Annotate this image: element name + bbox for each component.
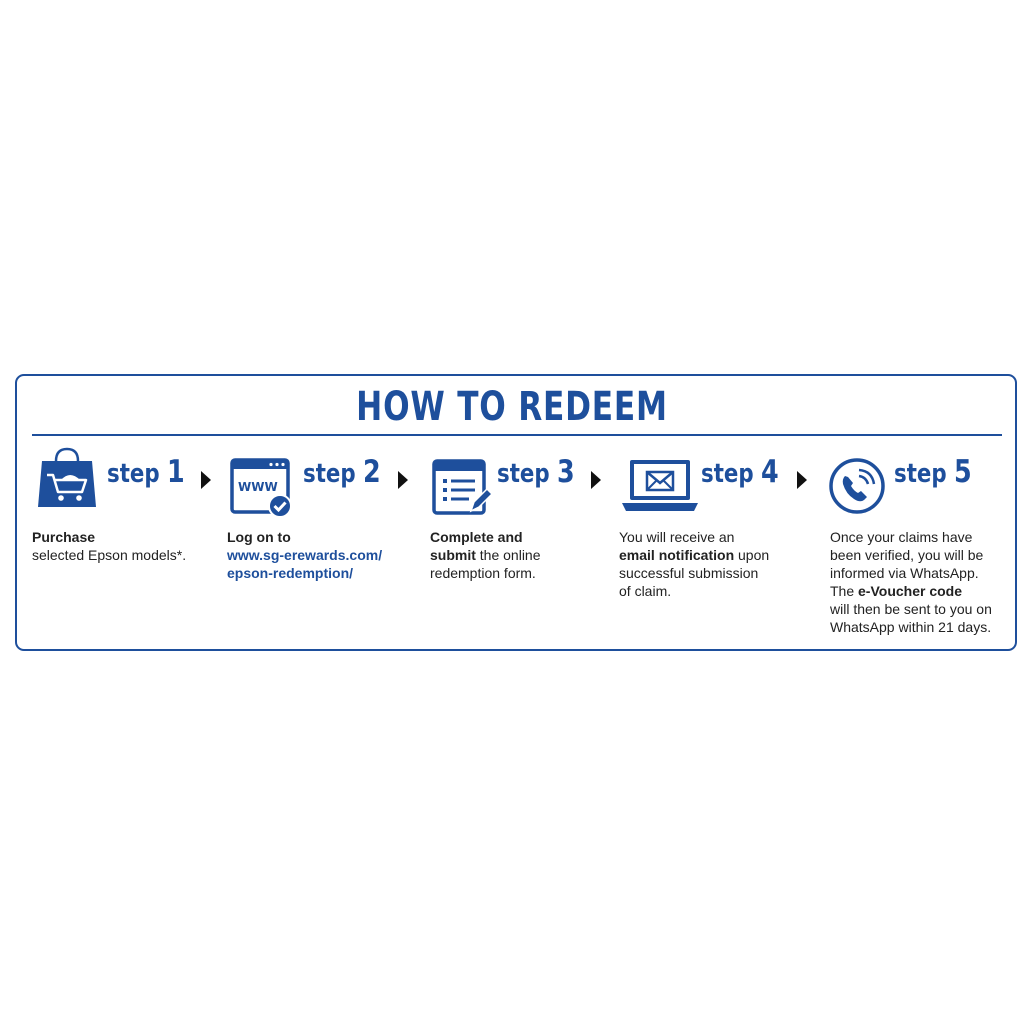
chevron-right-icon: [398, 471, 408, 489]
step-3-description: Complete and submit the online redemptio…: [430, 528, 541, 582]
www-text: WWW: [238, 480, 278, 494]
step-number: 3: [557, 454, 575, 490]
step-1-label: step 1: [107, 454, 185, 490]
step-word: step: [894, 459, 947, 489]
chevron-right-icon: [201, 471, 211, 489]
step-5-label: step 5: [894, 454, 972, 490]
desc-text: the online: [475, 547, 541, 563]
step-3-label: step 3: [497, 454, 575, 490]
step-5-description: Once your claims have been verified, you…: [830, 528, 992, 636]
step-word: step: [701, 459, 754, 489]
laptop-email-icon: [620, 456, 700, 516]
form-pencil-icon: [431, 458, 493, 520]
step-word: step: [497, 459, 550, 489]
desc-line: successful submission: [619, 565, 759, 581]
desc-line: Log on to: [227, 529, 291, 545]
step-word: step: [107, 459, 160, 489]
desc-text: The: [830, 583, 859, 599]
desc-line: You will receive an: [619, 529, 735, 545]
redemption-link[interactable]: epson-redemption/: [227, 565, 354, 581]
step-word: step: [303, 459, 356, 489]
step-1-description: Purchase selected Epson models*.: [32, 528, 186, 564]
step-4-description: You will receive an email notification u…: [619, 528, 769, 600]
desc-line: Complete and: [430, 529, 523, 545]
desc-line: redemption form.: [430, 565, 536, 581]
desc-line: submit the online: [430, 546, 541, 564]
title-divider: [32, 434, 1002, 436]
desc-line: WhatsApp within 21 days.: [830, 619, 992, 635]
chevron-right-icon: [797, 471, 807, 489]
desc-bold: submit: [430, 547, 476, 563]
step-2-description: Log on to www.sg-erewards.com/ epson-red…: [227, 528, 382, 582]
shopping-bag-cart-icon: [36, 447, 98, 509]
step-number: 4: [761, 454, 779, 490]
chevron-right-icon: [591, 471, 601, 489]
desc-bold: email notification: [619, 547, 735, 563]
desc-line: Once your claims have: [830, 529, 973, 545]
desc-text: upon: [734, 547, 770, 563]
step-4-label: step 4: [701, 454, 779, 490]
redemption-link[interactable]: www.sg-erewards.com/: [227, 547, 383, 563]
step-number: 5: [954, 454, 972, 490]
step-number: 2: [363, 454, 381, 490]
desc-line: will then be sent to you on: [830, 601, 992, 617]
desc-line: informed via WhatsApp.: [830, 565, 979, 581]
www-browser-check-icon: WWW: [230, 458, 292, 520]
page-title: HOW TO REDEEM: [356, 384, 668, 430]
desc-line: email notification upon: [619, 546, 769, 564]
desc-line: of claim.: [619, 583, 672, 599]
desc-line: been verified, you will be: [830, 547, 984, 563]
phone-call-icon: [828, 457, 886, 515]
step-2-label: step 2: [303, 454, 381, 490]
desc-line: The e-Voucher code: [830, 582, 992, 600]
redeem-panel: [15, 374, 1017, 651]
step-number: 1: [167, 454, 185, 490]
desc-line: selected Epson models*.: [32, 547, 187, 563]
desc-line: Purchase: [32, 529, 96, 545]
desc-bold: e-Voucher code: [858, 583, 963, 599]
